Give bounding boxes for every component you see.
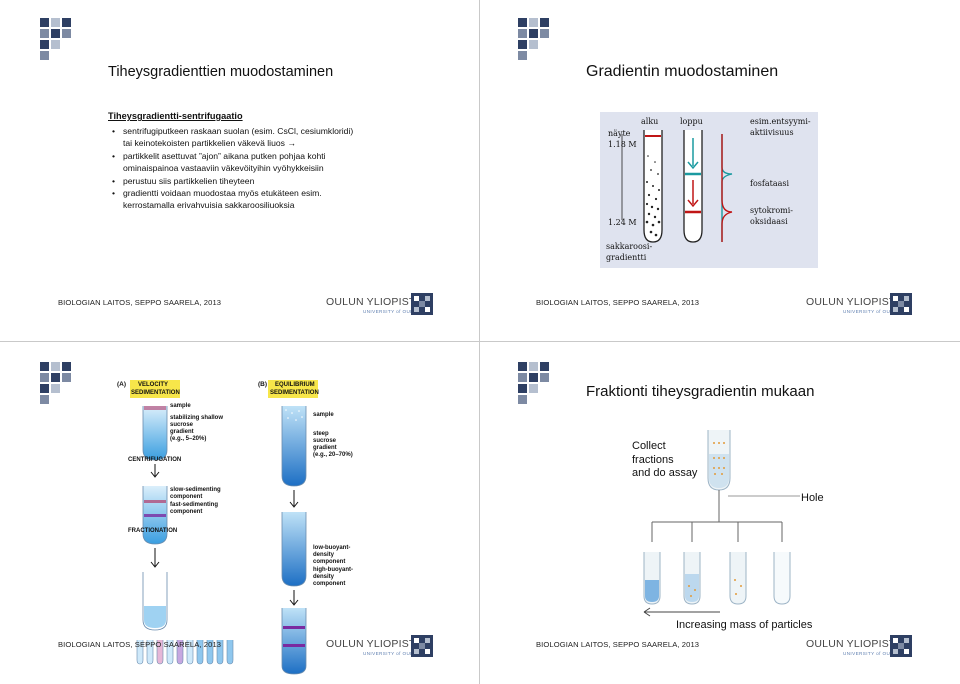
fractionation-diagram	[643, 430, 800, 617]
footer-logo-subtext: UNIVERSITY of OULU	[363, 309, 417, 314]
slide-title: Gradientin muodostaminen	[586, 63, 779, 80]
label-slow-1: slow-sedimenting	[170, 487, 221, 493]
label-gradient-1: sakkaroosi-	[606, 242, 653, 251]
slide-4: Fraktionti tiheysgradientin mukaan Colle…	[480, 342, 960, 684]
label-enzyme-cytochrome-1: sytokromi-	[750, 206, 793, 215]
collect-line-3: and do assay	[632, 467, 698, 479]
hole-label: Hole	[801, 492, 824, 504]
panel-b-title-1: EQUILIBRIUM	[275, 382, 315, 388]
label-fast-2: component	[170, 509, 203, 515]
slide-2: Gradientin muodostaminen	[480, 0, 960, 341]
label-high-3: component	[313, 581, 346, 587]
slide-divider-horizontal	[0, 341, 960, 342]
slide-title: Tiheysgradienttien muodostaminen	[108, 64, 334, 80]
label-b-gradient-3: gradient	[313, 445, 337, 451]
bullet-list: sentrifugiputkeen raskaan suolan (esim. …	[112, 125, 357, 212]
gradient-figure: alku loppu näyte 1.18 M 1.24 M sakkaroos…	[600, 112, 818, 268]
label-b-sample: sample	[313, 412, 334, 418]
university-logo-mark	[518, 18, 549, 60]
footer-logo-text: OULUN YLIOPISTO	[806, 296, 904, 308]
footer-logo-subtext: UNIVERSITY of OULU	[843, 309, 897, 314]
footer-logo-text: OULUN YLIOPISTO	[326, 638, 424, 650]
footer-text: BIOLOGIAN LAITOS, SEPPO SAARELA, 2013	[536, 640, 700, 649]
label-a-gradient-1: stabilizing shallow	[170, 415, 224, 421]
label-start: alku	[641, 117, 659, 126]
collect-line-2: fractions	[632, 453, 674, 466]
label-activity-2: aktiivisuus	[750, 128, 794, 137]
university-logo-mark	[40, 18, 71, 60]
label-a-gradient-4: (e.g., 5–20%)	[170, 436, 207, 442]
panel-a-title-1: VELOCITY	[138, 382, 169, 388]
collect-line-1: Collect	[632, 440, 666, 452]
section-heading: Tiheysgradientti-sentrifugaatio	[108, 111, 243, 121]
footer-logo-text: OULUN YLIOPISTO	[806, 638, 904, 650]
footer-logo-mark	[890, 293, 912, 315]
increasing-mass-label: Increasing mass of particles	[676, 619, 813, 631]
slide-divider-vertical	[479, 0, 480, 684]
label-end: loppu	[680, 117, 703, 126]
label-b-gradient-4: (e.g., 20–70%)	[313, 452, 353, 458]
label-centrifugation: CENTRIFUGATION	[128, 457, 182, 463]
label-activity-1: esim.entsyymi-	[750, 117, 811, 126]
footer-text: BIOLOGIAN LAITOS, SEPPO SAARELA, 2013	[536, 298, 700, 307]
label-sample: näyte	[608, 129, 631, 138]
label-a-gradient-2: sucrose	[170, 422, 194, 428]
label-conc-top: 1.18 M	[608, 140, 637, 149]
label-fractionation: FRACTIONATION	[128, 528, 178, 534]
panel-a-letter: (A)	[117, 381, 127, 388]
footer-logo-mark	[890, 635, 912, 657]
slide-title: Fraktionti tiheysgradientin mukaan	[586, 383, 815, 400]
label-enzyme-cytochrome-2: oksidaasi	[750, 217, 788, 226]
label-fast-1: fast-sedimenting	[170, 502, 219, 508]
panel-b-title-2: SEDIMENTATION	[270, 390, 319, 396]
footer-logo-subtext: UNIVERSITY of OULU	[843, 651, 897, 656]
bullet-item: partikkelit asettuvat ”ajon” aikana putk…	[112, 150, 357, 175]
footer-logo-subtext: UNIVERSITY of OULU	[363, 651, 417, 656]
label-high-1: high-buoyant-	[313, 567, 353, 573]
label-slow-2: component	[170, 494, 203, 500]
footer-logo-mark	[411, 293, 433, 315]
label-a-gradient-3: gradient	[170, 429, 194, 435]
bullet-item: sentrifugiputkeen raskaan suolan (esim. …	[112, 125, 357, 150]
label-b-gradient-1: steep	[313, 431, 329, 437]
sedimentation-diagram	[130, 380, 318, 675]
collect-fractions-label: Collect fractions and do assay	[632, 440, 697, 481]
label-b-gradient-2: sucrose	[313, 438, 337, 444]
bullet-item: gradientti voidaan muodostaa myös etukät…	[112, 187, 357, 212]
university-logo-mark	[40, 362, 71, 404]
footer-logo-text: OULUN YLIOPISTO	[326, 296, 424, 308]
label-a-sample: sample	[170, 403, 191, 409]
footer-logo-mark	[411, 635, 433, 657]
panel-a-title-2: SEDIMENTATION	[131, 390, 180, 396]
label-conc-bottom: 1.24 M	[608, 218, 637, 227]
label-high-2: density	[313, 574, 335, 580]
university-logo-mark	[518, 362, 549, 404]
bullet-item: perustuu siis partikkelien tiheyteen	[112, 175, 357, 188]
panel-b-letter: (B)	[258, 381, 268, 388]
label-low-2: density	[313, 552, 335, 558]
slide-1: Tiheysgradienttien muodostaminen Tiheysg…	[0, 0, 479, 341]
label-gradient-2: gradientti	[606, 253, 647, 262]
slide-3: (A) VELOCITY SEDIMENTATION (B) EQUILIBRI…	[0, 342, 479, 684]
label-enzyme-phosphatase: fosfataasi	[750, 179, 790, 188]
footer-text: BIOLOGIAN LAITOS, SEPPO SAARELA, 2013	[58, 298, 222, 307]
footer-text: BIOLOGIAN LAITOS, SEPPO SAARELA, 2013	[58, 640, 222, 649]
label-low-1: low-buoyant-	[313, 545, 351, 551]
label-low-3: component	[313, 559, 346, 565]
